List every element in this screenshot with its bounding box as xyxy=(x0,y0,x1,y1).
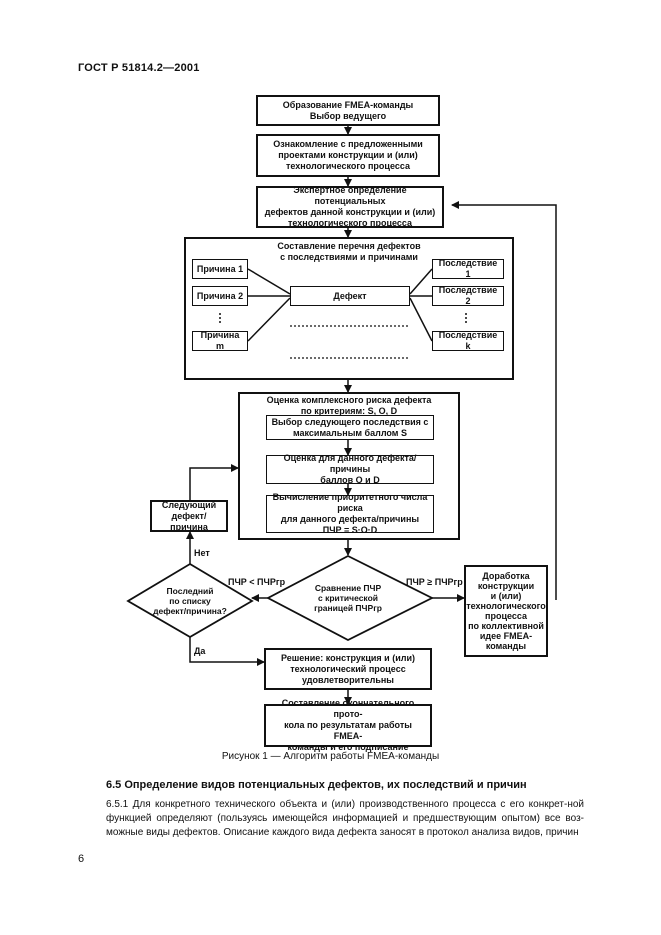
no-label: Нет xyxy=(194,548,210,558)
rpn-less-label: ПЧР < ПЧРгр xyxy=(228,577,286,587)
defect-list-frame xyxy=(184,237,514,380)
next-defect-box: Следующий дефект/причина xyxy=(150,500,228,532)
risk-frame-title: Оценка комплексного риска дефекта по кри… xyxy=(266,395,432,416)
defect-list-title: Составление перечня дефектов с последств… xyxy=(277,241,421,262)
consequence-k-box: Последствие k xyxy=(432,330,504,351)
final-protocol-box: Составление окончательного прото- кола п… xyxy=(264,698,432,752)
section-title: 6.5 Определение видов потенциальных дефе… xyxy=(106,779,527,791)
consequence-2-box: Последствие 2 xyxy=(432,285,504,306)
select-consequence-box: Выбор следующего последствия с максималь… xyxy=(266,415,434,440)
body-paragraph: 6.5.1 Для конкретного технического объек… xyxy=(78,798,584,840)
defect-box: Дефект xyxy=(290,286,410,306)
risk-frame xyxy=(238,392,460,540)
last-defect-diamond: Последний по списку дефект/причина? xyxy=(153,586,227,616)
cause-2-box: Причина 2 xyxy=(192,286,248,306)
cause-m-box: Причина m xyxy=(192,330,248,351)
page-number: 6 xyxy=(78,853,85,865)
rpn-calc-box: Вычисление приоритетного числа риска для… xyxy=(266,492,434,535)
score-od-box: Оценка для данного дефекта/причины балло… xyxy=(266,453,434,485)
document-header: ГОСТ Р 51814.2—2001 xyxy=(78,62,200,74)
rework-box: Доработка конструкции и (или) технологич… xyxy=(464,565,548,657)
body-paragraph-text: 6.5.1 Для конкретного технического объек… xyxy=(106,799,584,838)
yes-label: Да xyxy=(194,646,206,656)
compare-rpn-diamond: Сравнение ПЧР с критической границей ПЧР… xyxy=(314,583,382,613)
figure-caption: Рисунок 1 — Алгоритм работы FMEA-команды xyxy=(221,751,440,762)
review-projects-box: Ознакомление с предложенными проектами к… xyxy=(256,134,440,177)
decision-box: Решение: конструкция и (или) технологиче… xyxy=(264,648,432,690)
cause-1-box: Причина 1 xyxy=(192,259,248,279)
form-team-box: Образование FMEA-команды Выбор ведущего xyxy=(256,95,440,126)
rpn-greater-label: ПЧР ≥ ПЧРгр xyxy=(406,577,463,587)
consequence-1-box: Последствие 1 xyxy=(432,258,504,279)
expert-defects-box: Экспертное определение потенциальных деф… xyxy=(256,185,444,228)
